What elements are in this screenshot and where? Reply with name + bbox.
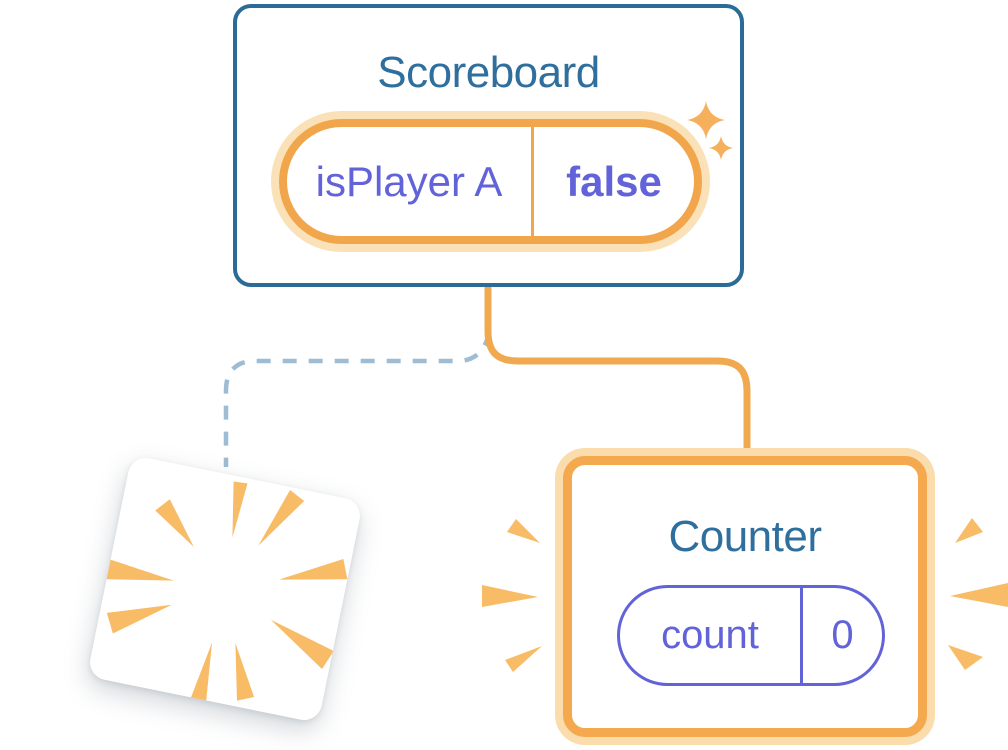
connector-dashed: [223, 331, 492, 467]
scoreboard-title: Scoreboard: [377, 48, 600, 97]
explosion-burst-icon: [106, 481, 348, 703]
ray: [507, 519, 540, 543]
sparkles-icon: [687, 101, 725, 139]
emphasis-rays-icon: [948, 518, 1008, 670]
state-value: 0: [800, 588, 882, 683]
sparkles-icon: [709, 136, 733, 160]
connector-solid: [484, 283, 751, 470]
state-value: false: [531, 127, 694, 236]
ray: [950, 583, 1008, 607]
ray: [955, 518, 983, 543]
scoreboard-card: Scoreboard isPlayer A false: [233, 4, 744, 287]
ray: [482, 585, 538, 607]
emphasis-rays-icon: [482, 519, 542, 672]
scoreboard-state-pill: isPlayer A false: [279, 119, 702, 244]
counter-state-pill: count 0: [617, 585, 885, 686]
destroyed-card: [86, 454, 364, 724]
state-name: count: [661, 613, 759, 657]
ray: [948, 645, 983, 670]
state-name: isPlayer A: [315, 157, 503, 205]
ray: [505, 646, 542, 672]
counter-card: Counter count 0: [563, 456, 927, 737]
counter-title: Counter: [668, 512, 822, 561]
